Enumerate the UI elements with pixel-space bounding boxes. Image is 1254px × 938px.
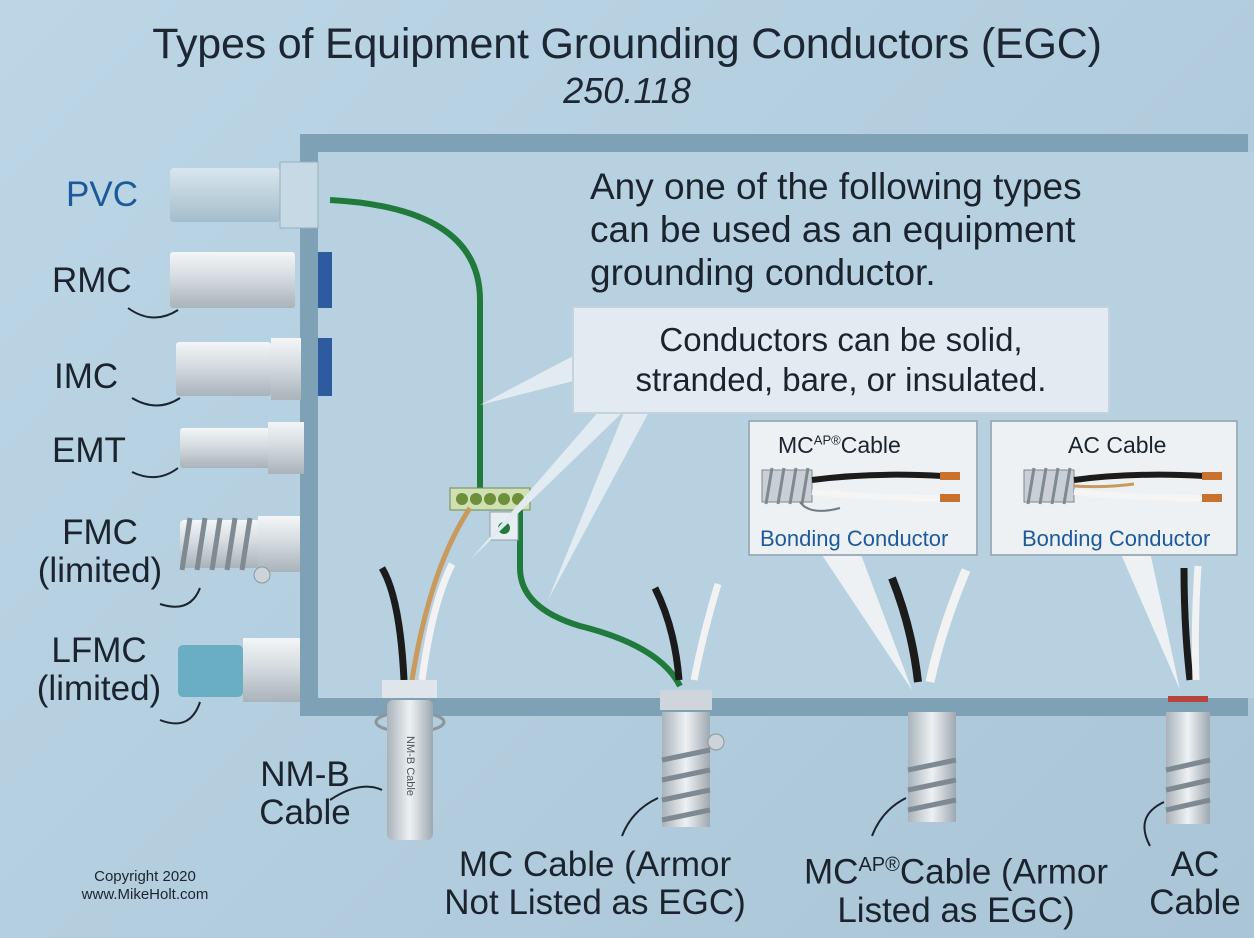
nmb-black-wire (378, 566, 408, 681)
mc-cable (660, 690, 725, 827)
mcap-inset-illustration (761, 467, 960, 512)
label-pvc: PVC (66, 175, 138, 214)
rmc-conduit (170, 252, 295, 308)
ac-black-wire (1180, 567, 1194, 681)
imc-coupling (271, 338, 301, 400)
ac-inset-illustration (1023, 467, 1222, 505)
mcap-black-wire (888, 576, 922, 683)
emt-conduit (180, 428, 275, 468)
label-lfmc: LFMC(limited) (36, 631, 162, 708)
mcap-white-wire (925, 568, 971, 683)
nmb-cable (374, 680, 446, 840)
fmc-arrow (159, 587, 201, 608)
mc-black-wire (651, 586, 683, 681)
rmc-arrow (127, 307, 179, 319)
ac-arrow (1143, 801, 1165, 847)
grounding-bar (449, 487, 531, 541)
emt-connector (268, 422, 304, 474)
callout-pointer-left (480, 355, 585, 405)
diagram-title: Types of Equipment Grounding Conductors … (152, 20, 1102, 68)
mcap-bonding-label: Bonding Conductor (760, 526, 949, 551)
fmc-conduit (179, 516, 300, 584)
ac-white-wire (1191, 565, 1202, 681)
mcap-arrow (871, 797, 907, 837)
rmc-locknut (318, 252, 332, 308)
label-imc: IMC (54, 357, 119, 396)
mc-arrow (621, 797, 659, 837)
code-section: 250.118 (563, 70, 691, 111)
imc-locknut (318, 338, 332, 396)
imc-arrow (131, 397, 181, 407)
nmb-arrow (329, 785, 383, 801)
nmb-jacket-print: NM-B Cable (404, 736, 416, 796)
mc-white-wire (690, 582, 722, 681)
mcap-cable (907, 712, 957, 822)
mcap-inset-title: MCAP®Cable (778, 432, 901, 458)
ac-inset-leader (1120, 552, 1180, 690)
callout-pointer-mid (470, 410, 625, 560)
pvc-conduit (170, 168, 280, 222)
conductor-callout: Conductors can be solid,stranded, bare, … (572, 306, 1110, 414)
label-fmc: FMC(limited) (37, 513, 163, 590)
lfmc-conduit (178, 645, 243, 697)
lfmc-connector (243, 638, 300, 702)
ac-bonding-label: Bonding Conductor (1022, 526, 1211, 551)
label-emt: EMT (52, 431, 126, 470)
label-mcap-cable: MCAP®Cable (Armor Listed as EGC) (804, 852, 1108, 930)
ac-inset-title: AC Cable (1068, 432, 1167, 458)
egc-green-wire-to-mc (517, 508, 683, 688)
imc-conduit (176, 342, 271, 396)
nmb-bare-wire (409, 506, 473, 681)
label-rmc: RMC (52, 261, 132, 300)
ac-inset: AC Cable Bonding Conductor (990, 420, 1238, 556)
pvc-fitting (279, 161, 319, 229)
nmb-white-wire (418, 562, 456, 681)
egc-green-wire (329, 197, 483, 498)
lfmc-arrow (159, 701, 201, 725)
ac-cable (1165, 696, 1211, 824)
callout-pointer-right (548, 410, 650, 600)
mcap-inset-leader (820, 552, 912, 690)
emt-arrow (131, 467, 179, 479)
mcap-inset: MCAP®Cable Bonding Conductor (748, 420, 978, 556)
